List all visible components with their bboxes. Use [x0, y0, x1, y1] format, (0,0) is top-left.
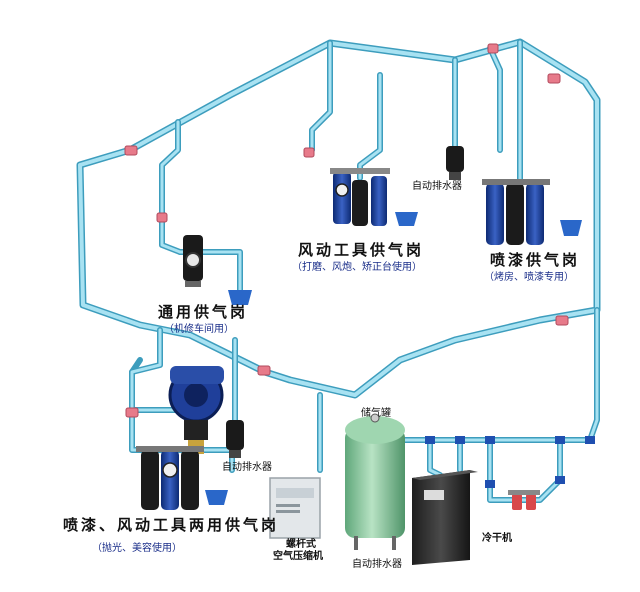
general-station-subtitle: （机修车间用） — [164, 324, 234, 335]
auto-drain-label-mid: 自动排水器 — [222, 462, 272, 473]
ball-valve — [547, 73, 561, 84]
compressor-label-line1: 螺杆式 — [286, 539, 316, 550]
line-fittings — [425, 436, 595, 488]
quick-coupler — [560, 220, 582, 236]
auto-drain-label-bottom: 自动排水器 — [352, 559, 402, 570]
dryer-label: 冷干机 — [482, 533, 512, 544]
dryer-line-filters — [508, 490, 540, 510]
auto-drain-filter-mid — [226, 420, 244, 458]
auto-drain-label-top: 自动排水器 — [412, 181, 462, 192]
spray-station-title: 喷漆供气岗 — [490, 251, 581, 269]
quick-coupler — [395, 212, 418, 226]
quick-coupler — [205, 490, 228, 505]
pneumatic-station-unit — [330, 168, 418, 226]
general-station-unit — [183, 235, 252, 305]
ball-valve — [487, 43, 499, 54]
dual-station-title: 喷漆、风动工具两用供气岗 — [63, 516, 280, 534]
compressor-label-line2: 空气压缩机 — [273, 551, 323, 562]
spray-station-unit — [482, 179, 582, 245]
auto-drain-filter-top — [446, 146, 464, 180]
hose-reel — [168, 366, 224, 454]
spray-station-subtitle: （烤房、喷漆专用） — [484, 272, 574, 283]
ball-valve — [257, 365, 271, 376]
dual-station-subtitle: （抛光、美容使用） — [92, 543, 182, 554]
ball-valve — [555, 315, 569, 326]
quick-coupler — [228, 290, 252, 305]
pneumatic-station-title: 风动工具供气岗 — [298, 241, 425, 259]
pneumatic-station-subtitle: （打磨、风炮、矫正台使用） — [292, 262, 422, 273]
ball-valve — [156, 212, 168, 223]
ball-valve — [125, 407, 139, 418]
refrigerated-dryer — [412, 470, 478, 565]
tank-label: 储气罐 — [361, 408, 391, 419]
ball-valve — [303, 147, 315, 158]
branch-pipes — [129, 39, 600, 503]
dual-station-unit — [136, 446, 228, 510]
loop-valves — [124, 43, 569, 418]
ball-valve — [124, 145, 138, 156]
general-station-title: 通用供气岗 — [158, 303, 249, 321]
screw-compressor — [269, 477, 321, 539]
air-tank — [345, 413, 405, 550]
